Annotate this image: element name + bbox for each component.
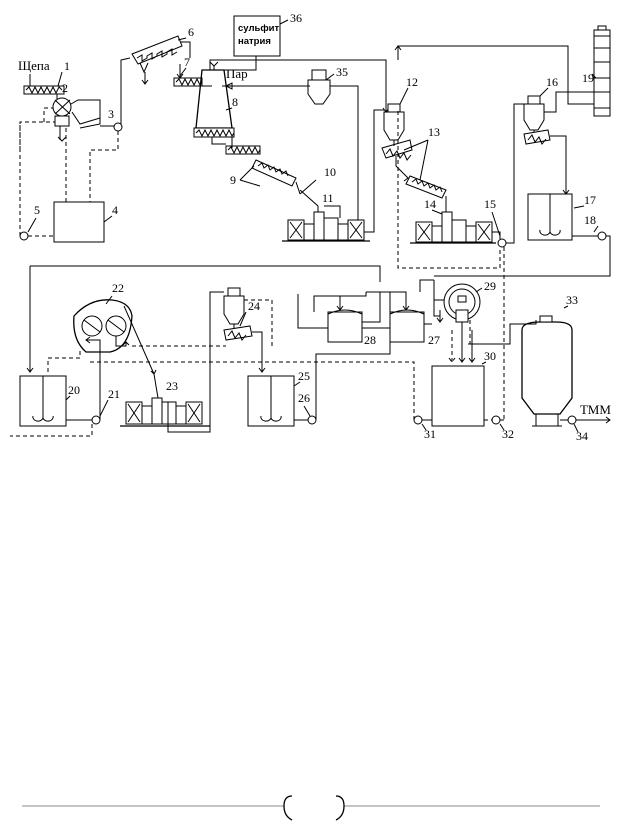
svg-text:24: 24: [248, 299, 260, 313]
tank-28: [327, 309, 363, 343]
svg-text:3: 3: [108, 107, 114, 121]
svg-text:25: 25: [298, 369, 310, 383]
svg-text:5: 5: [34, 203, 40, 217]
svg-text:10: 10: [324, 165, 336, 179]
screw-conveyor-1: [23, 85, 65, 95]
cyclone-35: [307, 69, 331, 105]
svg-text:12: 12: [406, 75, 418, 89]
sulfite-label-1: сульфит: [238, 23, 279, 34]
svg-text:21: 21: [108, 387, 120, 401]
screen-29: [443, 283, 481, 330]
cyclone-12: [383, 103, 405, 141]
press-22: [73, 299, 133, 353]
svg-text:32: 32: [502, 427, 514, 441]
pump-3: [113, 122, 123, 132]
svg-text:29: 29: [484, 279, 496, 293]
svg-text:17: 17: [584, 193, 596, 207]
inclined-screw-6: [131, 35, 191, 85]
refiner-11: [282, 211, 370, 242]
svg-text:35: 35: [336, 65, 348, 79]
svg-text:19: 19: [582, 71, 594, 85]
svg-text:2: 2: [62, 81, 68, 95]
pump3-to-screw6: [120, 57, 131, 124]
svg-text:9: 9: [230, 173, 236, 187]
svg-text:6: 6: [188, 25, 194, 39]
svg-text:28: 28: [364, 333, 376, 347]
pump-26: [307, 415, 317, 425]
steam-label: Пар: [226, 66, 248, 81]
water-tank-4: [53, 201, 105, 243]
sodium-sulfite-tank-36: [233, 15, 281, 57]
feed-screw-7: [173, 77, 203, 87]
svg-text:15: 15: [484, 197, 496, 211]
tank-30: [431, 365, 485, 427]
svg-text:34: 34: [576, 429, 588, 443]
refiner-23: [120, 397, 210, 427]
chips-label: Щепа: [18, 58, 50, 73]
cyclone-16: [523, 95, 551, 145]
svg-text:4: 4: [112, 203, 118, 217]
page-footer: [22, 795, 600, 821]
svg-text:13: 13: [428, 125, 440, 139]
mixing-tank-25: [247, 375, 295, 427]
svg-text:36: 36: [290, 11, 302, 25]
refiner-14: [410, 211, 496, 244]
svg-text:7: 7: [184, 55, 190, 69]
pump-34: [567, 415, 577, 425]
mixing-tank-20: [19, 375, 67, 427]
svg-text:16: 16: [546, 75, 558, 89]
svg-text:1: 1: [64, 59, 70, 73]
svg-text:27: 27: [428, 333, 440, 347]
sulfite-label-2: натрия: [238, 36, 271, 47]
svg-text:26: 26: [298, 391, 310, 405]
conveyor-screws-13: [381, 139, 447, 199]
product-label: ТММ: [580, 402, 611, 417]
conveyor-screws-9: [225, 145, 297, 187]
svg-text:30: 30: [484, 349, 496, 363]
svg-text:14: 14: [424, 197, 436, 211]
pump-18: [597, 231, 607, 241]
pump-21: [91, 415, 101, 425]
pump-5: [19, 231, 29, 241]
svg-text:8: 8: [232, 95, 238, 109]
svg-text:31: 31: [424, 427, 436, 441]
chip-washer-2: [52, 97, 101, 142]
storage-tank-33: [521, 315, 573, 427]
tank-27: [389, 309, 425, 343]
mixing-tank-17: [527, 193, 573, 241]
svg-text:22: 22: [112, 281, 124, 295]
item-numbers: 1 2 3 4 5 6 7 8 9 10 11 36 35 12 13 14 1…: [27, 11, 599, 443]
svg-text:23: 23: [166, 379, 178, 393]
pump-15: [497, 238, 507, 248]
svg-text:33: 33: [566, 293, 578, 307]
cyclone-24: [223, 287, 253, 341]
pump-31: [413, 415, 423, 425]
svg-text:11: 11: [322, 191, 334, 205]
storage-tower-19: [593, 25, 611, 117]
svg-text:18: 18: [584, 213, 596, 227]
svg-text:20: 20: [68, 383, 80, 397]
pump-32: [491, 415, 501, 425]
